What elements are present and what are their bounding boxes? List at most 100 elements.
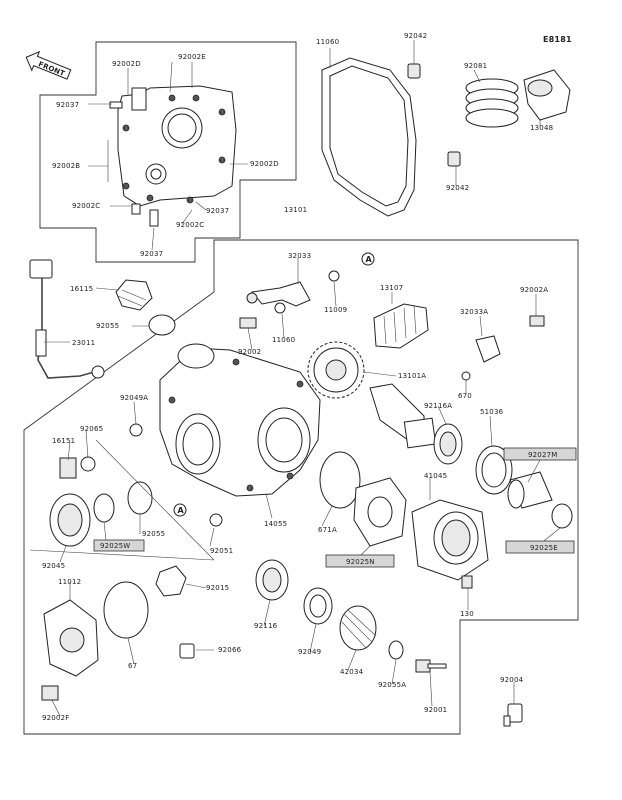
housing-41045	[411, 499, 489, 581]
label-130: 130	[460, 610, 474, 618]
label-92081: 92081	[464, 62, 487, 70]
washer-11009	[328, 270, 340, 282]
label-11060: 11060	[316, 38, 339, 46]
nut-92015	[155, 565, 187, 597]
collar-92027M	[507, 471, 553, 509]
label-92037-b: 92037	[206, 207, 229, 215]
label-92116A: 92116A	[424, 402, 452, 410]
label-16115: 16115	[70, 285, 93, 293]
dowel-pin-lower	[447, 151, 461, 167]
label-92045: 92045	[42, 562, 65, 570]
label-32033A: 32033A	[460, 308, 488, 316]
label-14055: 14055	[264, 520, 287, 528]
cover-plate	[109, 85, 237, 227]
bearing-92116A	[433, 423, 463, 465]
label-box-92025N	[325, 554, 395, 568]
circlip-92055A	[388, 640, 404, 660]
label-92025E: 92025E	[530, 544, 558, 552]
bolt-92002F	[41, 685, 59, 701]
drive-gear-13101A	[307, 341, 365, 399]
label-92001: 92001	[424, 706, 447, 714]
washer-92051	[209, 513, 223, 527]
label-92002D-right: 92002D	[250, 160, 279, 168]
ref-mark-a-1	[361, 252, 375, 266]
label-92065: 92065	[80, 425, 103, 433]
label-92049: 92049	[298, 648, 321, 656]
bracket-32033A	[475, 335, 501, 363]
label-51036: 51036	[480, 408, 504, 416]
label-92002C-bottom: 92002C	[176, 221, 204, 229]
label-670: 670	[458, 392, 472, 400]
washer-11060b	[274, 302, 286, 314]
leader-lines	[29, 40, 561, 717]
label-32033: 32033	[288, 252, 311, 260]
label-box-92025E	[505, 540, 575, 554]
seal-92055b	[127, 481, 153, 515]
pin-92066	[179, 643, 195, 659]
front-direction-arrow: FRONT	[25, 50, 72, 80]
spring-92081	[465, 78, 519, 128]
label-11012: 11012	[58, 578, 81, 586]
label-92004: 92004	[500, 676, 524, 684]
label-13101A: 13101A	[398, 372, 426, 380]
bolt-92002A	[529, 315, 545, 327]
svg-text:A: A	[366, 255, 373, 264]
label-92002C-left: 92002C	[72, 202, 100, 210]
seal-92025W	[93, 493, 115, 523]
label-92002F: 92002F	[42, 714, 70, 722]
ref-mark-a-2	[173, 503, 187, 517]
label-92066: 92066	[218, 646, 242, 654]
label-92037-c: 92037	[140, 250, 163, 258]
label-92051: 92051	[210, 547, 233, 555]
label-92015: 92015	[206, 584, 229, 592]
label-11060-small: 11060	[272, 336, 295, 344]
label-92025W: 92025W	[100, 542, 130, 550]
plug-16151	[59, 457, 77, 479]
cover-11012	[43, 599, 99, 677]
label-13101: 13101	[284, 206, 307, 214]
bearing-92116	[255, 559, 289, 601]
oring-67	[103, 581, 149, 639]
oring-670	[461, 371, 471, 381]
stud-92004	[503, 703, 523, 727]
label-92002: 92002	[238, 348, 261, 356]
label-11009: 11009	[324, 306, 347, 314]
label-42034: 42034	[340, 668, 364, 676]
washer-92049A	[129, 423, 143, 437]
bolt-130	[461, 575, 473, 589]
label-13107: 13107	[380, 284, 403, 292]
sensor-harness-23011	[29, 259, 105, 379]
cover-group-frame	[39, 41, 297, 263]
diagram-ref-code: E8181	[543, 35, 572, 44]
label-92002A: 92002A	[520, 286, 548, 294]
bracket-32033	[251, 281, 311, 307]
part-labels: 92002D 92002E 92037 92002B 92002D 92002C…	[42, 32, 558, 722]
label-box-92027M	[503, 447, 577, 461]
label-92055: 92055	[96, 322, 119, 330]
dowel-pin-upper	[407, 63, 421, 79]
shaft-13107	[373, 303, 429, 349]
bearing-92045	[49, 493, 91, 547]
circlip-92025E	[551, 503, 573, 529]
pinion-shaft	[369, 383, 437, 449]
washer-92065	[80, 456, 96, 472]
gear-42034	[339, 605, 377, 651]
label-92002E: 92002E	[178, 53, 206, 61]
label-92055A: 92055A	[378, 681, 406, 689]
breather-cap-16115	[115, 279, 153, 311]
label-92037-a: 92037	[56, 101, 79, 109]
label-92116: 92116	[254, 622, 278, 630]
label-box-92025W	[93, 539, 145, 552]
bolt-92002	[239, 317, 257, 329]
bolt-92001	[415, 659, 447, 673]
label-92027M: 92027M	[528, 451, 558, 459]
label-671A: 671A	[318, 526, 337, 534]
main-group-frame	[23, 239, 579, 735]
label-92025N: 92025N	[346, 558, 375, 566]
label-92049A: 92049A	[120, 394, 148, 402]
label-92042-top: 92042	[404, 32, 427, 40]
label-92002B: 92002B	[52, 162, 80, 170]
o-ring-92055	[148, 314, 176, 336]
label-92002D: 92002D	[112, 60, 141, 68]
